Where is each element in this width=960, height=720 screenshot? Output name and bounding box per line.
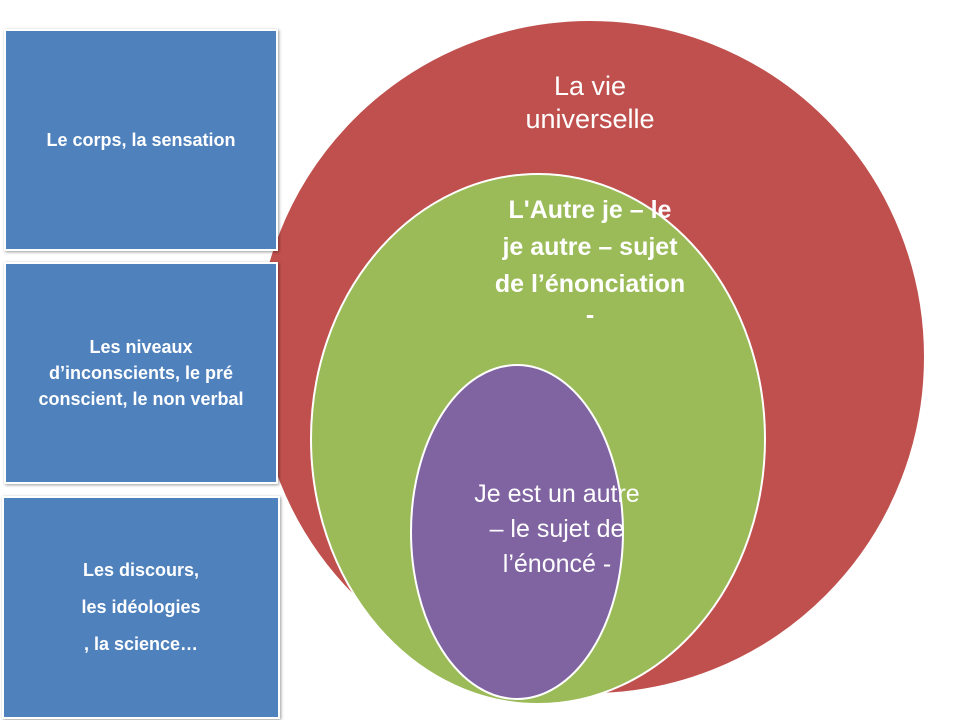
box-line: conscient, le non verbal <box>38 389 244 409</box>
label-line: La vie <box>553 71 627 101</box>
label-line: - <box>585 301 595 329</box>
middle-circle-label: L'Autre je – le je autre – sujet de l’én… <box>440 192 740 329</box>
box-line: d’inconscients, le pré <box>48 363 234 383</box>
box-line: Le corps, la sensation <box>46 130 236 150</box>
box-line: les idéologies <box>81 597 201 617</box>
box-line: Les niveaux <box>89 337 193 357</box>
label-line: universelle <box>525 104 655 134</box>
inner-circle <box>410 364 624 700</box>
outer-circle-label: La vie universelle <box>470 70 710 136</box>
inner-circle-label: Je est un autre – le sujet de l’énoncé - <box>447 477 667 582</box>
box-line: Les discours, <box>82 560 200 580</box>
label-line: je autre – sujet <box>502 233 678 261</box>
label-line: l’énoncé - <box>502 550 612 578</box>
box-discourses: Les discours, les idéologies , la scienc… <box>2 496 280 719</box>
box-line: , la science… <box>83 634 199 654</box>
label-line: L'Autre je – le <box>508 196 672 224</box>
label-line: de l’énonciation <box>494 270 686 298</box>
box-unconscious-levels: Les niveaux d’inconscients, le pré consc… <box>4 262 278 484</box>
label-line: – le sujet de <box>489 515 625 543</box>
box-body-sensation: Le corps, la sensation <box>4 29 278 251</box>
label-line: Je est un autre <box>474 480 640 508</box>
